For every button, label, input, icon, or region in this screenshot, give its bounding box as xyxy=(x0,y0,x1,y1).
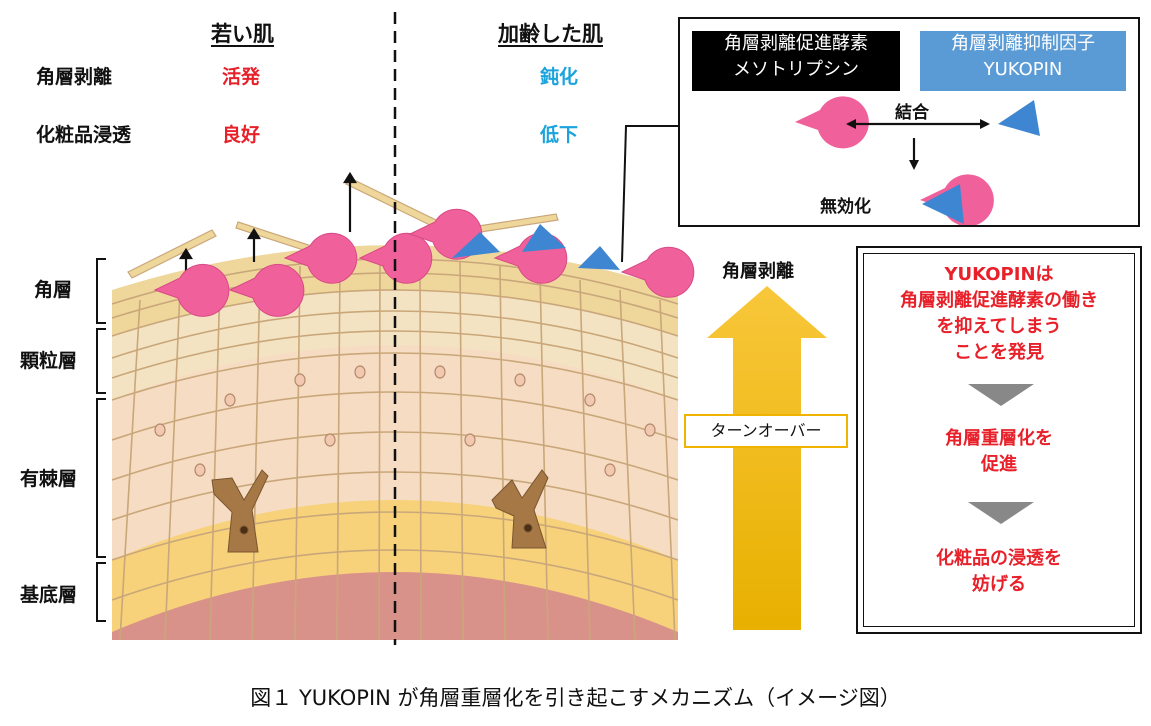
layer-label-stratum-corneum: 角層 xyxy=(34,279,73,301)
inhibitor-bound-icon xyxy=(922,184,964,224)
inhibitor-tag: 角層剥離抑制因子 YUKOPIN xyxy=(920,31,1126,91)
enzyme-tag: 角層剥離促進酵素 メソトリプシン xyxy=(692,31,900,91)
inactivate-label: 無効化 xyxy=(820,197,871,217)
young-desquamation-value: 活発 xyxy=(222,66,261,88)
mechanism-box: 角層剥離促進酵素 メソトリプシン 角層剥離抑制因子 YUKOPIN xyxy=(678,17,1140,227)
layer-bracket xyxy=(96,398,106,558)
result-line1: YUKOPINは xyxy=(944,264,1054,285)
enzyme-icon xyxy=(795,96,869,149)
layer-bracket xyxy=(96,258,106,324)
result-arrow xyxy=(968,502,1034,524)
inhibitor-icon xyxy=(998,100,1040,136)
row-label-penetration: 化粧品浸透 xyxy=(36,124,132,146)
aged-penetration-value: 低下 xyxy=(540,124,579,146)
header-young-skin: 若い肌 xyxy=(211,22,274,46)
corneocyte-flake xyxy=(127,229,217,279)
figure-caption: 図１ YUKOPIN が角層重層化を引き起こすメカニズム（イメージ図） xyxy=(250,686,901,710)
inhibitor-yukopin xyxy=(522,224,566,252)
enzyme-mesotrypsin xyxy=(283,232,358,284)
layer-label-granular: 顆粒層 xyxy=(20,350,78,372)
inhibitor-tag-line1: 角層剥離抑制因子 xyxy=(951,33,1095,54)
row-label-desquamation: 角層剥離 xyxy=(36,66,113,88)
melanocyte xyxy=(491,469,549,549)
enzyme-tag-line1: 角層剥離促進酵素 xyxy=(724,33,868,54)
result-step2-line2: 促進 xyxy=(981,454,1017,475)
corneocyte-flake xyxy=(345,177,441,229)
inhibitor-yukopin xyxy=(578,246,620,270)
result-line3: を抑えてしまう xyxy=(936,316,1062,337)
result-step2-line1: 角層重層化を xyxy=(945,428,1053,449)
melanocyte xyxy=(211,469,269,553)
turnover-arrow xyxy=(707,286,827,630)
header-aged-skin: 加齢した肌 xyxy=(498,22,603,46)
result-line4: ことを発見 xyxy=(954,342,1044,363)
enzyme-mesotrypsin xyxy=(358,232,433,284)
bind-label: 結合 xyxy=(895,103,929,123)
layer-label-spinous: 有棘層 xyxy=(20,468,78,490)
young-penetration-value: 良好 xyxy=(222,124,261,146)
layer-bracket xyxy=(96,328,106,394)
result-box-inner: YUKOPINは 角層剥離促進酵素の働き を抑えてしまう ことを発見 角層重層化… xyxy=(863,253,1135,627)
result-line2: 角層剥離促進酵素の働き xyxy=(900,290,1098,311)
layer-bracket xyxy=(96,562,106,622)
result-arrow xyxy=(968,384,1034,406)
enzyme-mesotrypsin xyxy=(620,246,695,298)
callout-line xyxy=(621,125,678,263)
layer-label-basal: 基底層 xyxy=(20,584,78,606)
enzyme-mesotrypsin xyxy=(228,263,305,317)
inhibitor-yukopin xyxy=(452,232,500,258)
result-step3-line1: 化粧品の浸透を xyxy=(936,548,1062,569)
enzyme-tag-line2: メソトリプシン xyxy=(733,59,859,80)
desquamation-label: 角層剥離 xyxy=(722,261,794,282)
inhibitor-tag-line2: YUKOPIN xyxy=(983,59,1063,80)
result-box: YUKOPINは 角層剥離促進酵素の働き を抑えてしまう ことを発見 角層重層化… xyxy=(856,246,1142,634)
enzyme-mesotrypsin xyxy=(153,263,230,317)
aged-desquamation-value: 鈍化 xyxy=(540,66,579,88)
turnover-label: ターンオーバー xyxy=(684,414,848,448)
result-step3-line2: 妨げる xyxy=(972,574,1026,595)
